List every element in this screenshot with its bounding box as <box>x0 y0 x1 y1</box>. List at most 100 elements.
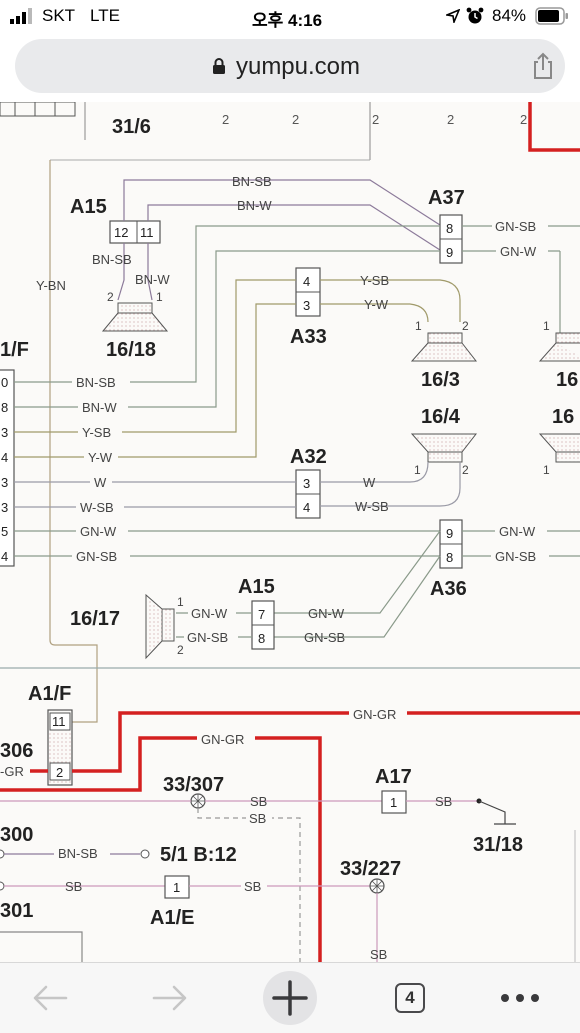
wire-label-gn-w: GN-W <box>80 524 117 539</box>
pin-2: 2 <box>56 765 63 780</box>
component-5-1: 5/1 B:12 <box>160 844 237 866</box>
wire-label-w-sb: W-SB <box>355 499 389 514</box>
wire-label-sb: SB <box>249 811 266 826</box>
wire-label-gn-w: GN-W <box>500 244 537 259</box>
wire-label-sb: SB <box>370 947 387 962</box>
pin-4: 4 <box>1 549 8 564</box>
pin-2: 2 <box>462 463 469 477</box>
connector-label-a33: A33 <box>290 326 327 348</box>
component-1f-label: 1/F <box>0 339 29 361</box>
speaker-16-4: 16/4 1 2 <box>410 406 478 477</box>
component-33-227: 33/227 <box>340 858 401 880</box>
speaker-16-3: 16/3 <box>410 332 478 391</box>
more-options-button[interactable] <box>495 973 545 1023</box>
address-bar[interactable]: yumpu.com <box>15 39 565 93</box>
splice-33-307: 33/307 <box>163 774 224 809</box>
forward-button[interactable] <box>145 973 195 1023</box>
wire-label-sb: SB <box>250 794 267 809</box>
connector-a15-top: A15 12 11 <box>70 196 161 244</box>
location-arrow-icon <box>446 9 460 23</box>
alarm-icon <box>466 7 484 24</box>
component-16-right: 16 <box>556 369 578 391</box>
wire-label-gn-gr: GN-GR <box>201 732 244 747</box>
connector-label-a15: A15 <box>238 576 275 598</box>
pin-3: 3 <box>303 298 310 313</box>
carrier-label: SKT <box>42 6 76 25</box>
connector-a37: A37 8 9 <box>428 187 465 264</box>
component-16-4: 16/4 <box>421 406 461 428</box>
wire-label-gn-w: GN-W <box>308 606 345 621</box>
more-options-icon <box>501 994 539 1002</box>
pin-5: 5 <box>1 524 8 539</box>
connector-a36: 9 8 A36 <box>430 519 467 600</box>
wire-label-gn-sb: GN-SB <box>495 219 536 234</box>
tabs-button[interactable]: 4 <box>385 973 435 1023</box>
pin-label: 2 <box>292 112 299 127</box>
speaker-right-upper: 1 16 <box>538 319 580 391</box>
status-bar: SKT LTE 오후 4:16 84% <box>0 0 580 34</box>
pin-8: 8 <box>258 631 265 646</box>
pin-1: 1 <box>414 463 421 477</box>
network-label: LTE <box>90 6 120 25</box>
speaker-right-lower: 16 1 <box>538 406 580 477</box>
wire-label-bn-sb: BN-SB <box>232 174 272 189</box>
pin-8: 8 <box>446 550 453 565</box>
connector-label-a17: A17 <box>375 766 412 788</box>
component-16-18: 16/18 <box>106 339 156 361</box>
connector-label-a1e: A1/E <box>150 907 194 929</box>
wire-label-y-sb: Y-SB <box>360 273 389 288</box>
wire-label-bn-w: BN-W <box>135 272 170 287</box>
share-icon[interactable] <box>530 52 556 80</box>
pin-8: 8 <box>446 221 453 236</box>
wire-label-gn-w: GN-W <box>191 606 228 621</box>
component-16-right: 16 <box>552 406 574 428</box>
wire-label-y-sb: Y-SB <box>82 425 111 440</box>
new-tab-plus-icon <box>263 971 317 1025</box>
component-306: 306 <box>0 740 33 762</box>
battery-percent: 84% <box>492 6 527 25</box>
pin-3: 3 <box>1 425 8 440</box>
pin-1: 1 <box>156 290 163 304</box>
wire-label-y-w: Y-W <box>88 450 113 465</box>
forward-arrow-icon <box>152 985 187 1011</box>
url-text: yumpu.com <box>235 53 361 80</box>
wire-label-y-bn: Y-BN <box>36 278 66 293</box>
pin-12: 12 <box>114 225 128 240</box>
pin-2: 2 <box>177 643 184 657</box>
pin-8: 8 <box>1 400 8 415</box>
pin-label: 2 <box>372 112 379 127</box>
wire-label-gn-sb: GN-SB <box>76 549 117 564</box>
connector-label-a1f: A1/F <box>28 683 71 705</box>
back-button[interactable] <box>25 973 75 1023</box>
clock-label: 오후 4:16 <box>252 11 323 30</box>
pin-3: 3 <box>1 500 8 515</box>
pin-11: 11 <box>52 714 66 729</box>
component-31-6: 31/6 <box>112 116 151 138</box>
pin-1: 1 <box>173 880 180 895</box>
component-16-3: 16/3 <box>421 369 460 391</box>
wire-label-bn-sb: BN-SB <box>76 375 116 390</box>
signal-icon <box>10 8 32 24</box>
pin-9: 9 <box>446 245 453 260</box>
new-tab-button[interactable] <box>262 971 318 1025</box>
pin-label: 2 <box>520 112 527 127</box>
wire-label-y-w: Y-W <box>364 297 389 312</box>
pin-9: 9 <box>446 526 453 541</box>
wire-label-gn-w: GN-W <box>499 524 536 539</box>
wire-label-bn-sb: BN-SB <box>58 846 98 861</box>
pin-3: 3 <box>1 475 8 490</box>
component-301: 301 <box>0 900 33 922</box>
tabs-count: 4 <box>405 988 415 1007</box>
browser-toolbar: 4 <box>0 962 580 1033</box>
pin-3: 3 <box>303 476 310 491</box>
top-partial-strip: 31/6 2 2 2 2 2 <box>0 102 580 161</box>
connector-a33: 4 3 A33 <box>290 267 327 348</box>
connector-label-a32: A32 <box>290 446 327 468</box>
back-arrow-icon <box>33 985 68 1011</box>
pin-11: 11 <box>140 225 154 240</box>
connector-label-a37: A37 <box>428 187 465 209</box>
connector-label-a36: A36 <box>430 578 467 600</box>
pin-1: 1 <box>543 319 550 333</box>
connector-a15-bottom: A15 7 8 <box>238 576 275 650</box>
connector-a1f-bottom: A1/F 11 2 <box>28 683 73 786</box>
